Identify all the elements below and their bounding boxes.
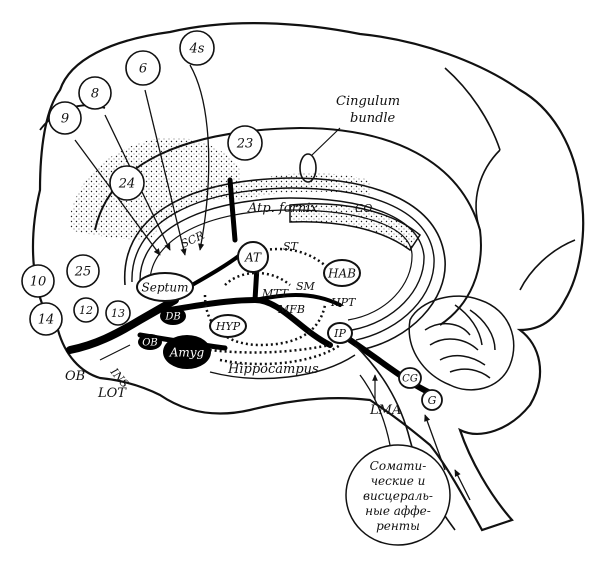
cg-label: CG [402,374,418,385]
callosum-arc-1 [124,177,446,351]
cerebellum [408,295,515,391]
afferents-line-5: ренты [376,519,420,533]
brainstem-line-2 [359,374,391,446]
ob-small-label: OB [142,338,158,349]
area-6-circle [125,50,161,86]
afferents-line-4: ные аффе- [365,504,431,518]
g-node [421,389,443,411]
afferents-oval [345,444,451,546]
area-8-label: 8 [91,87,99,102]
area-8-circle [78,76,112,110]
area-6-label: 6 [139,62,147,77]
amyg-node [163,335,211,369]
hippocampus-outline [209,354,356,380]
area-13-circle [105,300,131,326]
afferents-line-1: Сомати- [370,459,427,473]
area-25-label: 25 [74,265,92,280]
ob-small-node [138,334,162,350]
area-10-label: 10 [30,275,47,290]
hab-label: HAB [327,267,356,281]
afferents-line-2: ческие и [371,474,426,488]
area-14-circle [29,302,63,336]
hyp-node [209,314,247,338]
sulcus-line [519,239,576,291]
at-node [237,241,269,273]
hpt-label: HPT [330,296,357,309]
area-12-label: 12 [79,304,93,317]
area-23-label: 23 [236,137,254,152]
hyp-label: HYP [215,320,241,333]
db-label: DB [164,312,180,323]
area-23-circle [227,125,263,161]
area-circles [21,30,263,336]
area-9-circle [48,101,82,135]
callosum-arc-2 [131,187,435,341]
dotted-cortex-region [70,137,240,240]
septum-label: Septum [142,281,189,295]
area-14-label: 14 [38,313,55,328]
cingulum-label-line2: bundle [350,111,396,126]
hab-node [323,259,361,287]
scr-label: SCR [179,229,206,251]
ins-leader [99,344,131,361]
sm-label: SM [296,280,316,293]
sulcus-line [475,149,501,231]
mtt-label: MTT [261,287,290,300]
afferent-arrow-2 [454,469,471,501]
mfb-label: MFB [277,303,305,316]
fornix-label: Atp. fornix [247,201,318,216]
area-10-circle [21,264,55,298]
area-24-circle [109,165,145,201]
hippocampus-label: Hippocampus [227,362,319,377]
db-node [160,307,186,325]
area-4s-circle [179,30,215,66]
area-25-circle [66,254,100,288]
area-9-label: 9 [61,112,69,127]
callosum-arc-3 [139,197,425,331]
lot-label: LOT [97,386,127,401]
cg-node [398,367,422,389]
afferents-line-3: висцераль- [363,489,433,503]
co-bar [289,203,421,252]
dotted-cortex-region-2 [240,173,370,200]
cingulum-leader [311,127,341,156]
area-4s-label: 4s [189,42,205,57]
area-24-label: 24 [118,177,136,192]
co-label: CO [355,202,372,215]
cingulum-label-line1: Cingulum [336,94,400,109]
cingulate-outline [94,126,482,326]
cingulum-bundle-marker [299,153,317,183]
area-13-label: 13 [111,307,125,320]
lma-label: LMA [369,403,401,418]
st-label: ST [283,240,300,253]
ip-label: IP [333,327,346,340]
at-label: AT [244,251,262,265]
area-12-circle [73,297,99,323]
septum-node [136,272,194,302]
ip-node [327,322,353,344]
brain-outline [31,22,585,532]
amyg-label: Amyg [169,346,205,360]
g-label: G [428,394,437,407]
ob-label: OB [65,369,85,384]
afferent-arrow-1 [424,414,446,471]
sulcus-line [444,67,501,151]
